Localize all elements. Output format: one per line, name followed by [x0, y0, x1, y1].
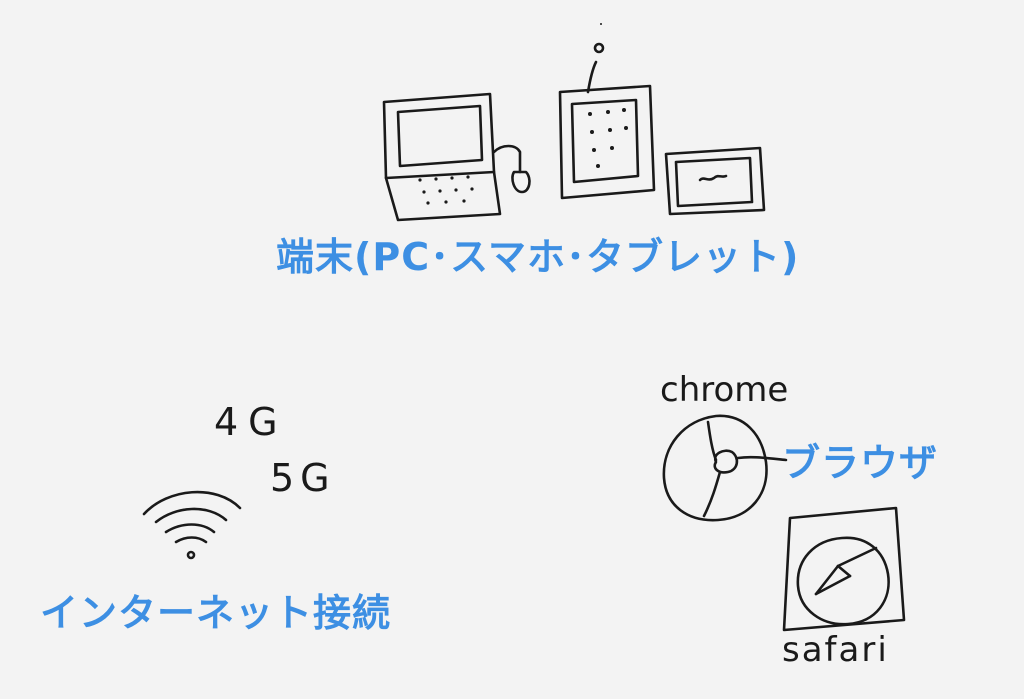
4g-label: 4G [214, 400, 288, 444]
safari-label: safari [782, 630, 889, 670]
tablet-icon [664, 146, 766, 216]
chrome-label: chrome [660, 370, 789, 410]
5g-label: 5G [270, 456, 336, 500]
chrome-icon [662, 414, 788, 522]
internet-connection-label: インターネット接続 [40, 591, 392, 635]
safari-icon [782, 506, 906, 632]
wifi-icon [142, 490, 242, 560]
devices-label: 端末(PC･スマホ･タブレット) [276, 235, 800, 279]
smartphone-icon [558, 23, 656, 200]
browser-label: ブラウザ [782, 441, 939, 485]
laptop-icon [382, 92, 531, 222]
